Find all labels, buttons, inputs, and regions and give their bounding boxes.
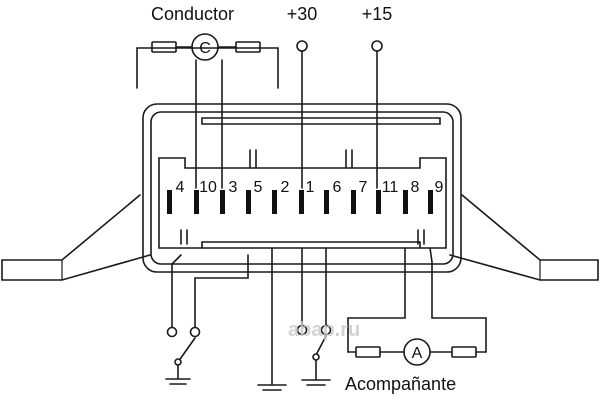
passenger-switch — [296, 324, 332, 380]
pin-3 — [220, 190, 225, 214]
wire-pin-5 — [194, 254, 249, 329]
right-mount-flange — [449, 194, 599, 281]
conductor-motor-letter: C — [199, 40, 211, 57]
connector-housing — [142, 103, 462, 273]
wire-pin-4 — [171, 254, 182, 329]
pin-label-2: 2 — [281, 179, 290, 196]
wire-pin-8 — [347, 247, 406, 353]
pin-label-1: 1 — [306, 179, 315, 196]
pin-label-4: 4 — [176, 179, 185, 196]
pin-11 — [376, 190, 381, 214]
driver-switch — [166, 326, 201, 379]
pin-label-10: 10 — [199, 179, 217, 196]
plus15-label: +15 — [362, 4, 393, 24]
watermark: abap.ru — [288, 319, 360, 341]
pin-2 — [272, 190, 277, 214]
pin-4 — [167, 190, 172, 214]
pin-label-3: 3 — [229, 179, 238, 196]
pin-7 — [351, 190, 356, 214]
pin-9 — [428, 190, 433, 214]
acompanante-motor: A — [347, 338, 487, 366]
plus15-terminal — [371, 40, 383, 52]
pin-label-8: 8 — [411, 179, 420, 196]
ground-symbol-pin2 — [257, 384, 287, 391]
acompanante-motor-letter: A — [412, 345, 423, 362]
plus30-terminal — [296, 40, 308, 52]
pin-label-5: 5 — [254, 179, 263, 196]
acompanante-label: Acompañante — [345, 374, 456, 394]
pin-label-11: 11 — [382, 179, 399, 196]
pin-6 — [324, 190, 329, 214]
pin-label-7: 7 — [359, 179, 368, 196]
pin-10 — [194, 190, 199, 214]
wire-pin-9 — [429, 247, 487, 353]
left-mount-flange — [1, 194, 151, 281]
conductor-motor: C — [136, 33, 279, 89]
ground-symbol-passenger — [301, 379, 331, 386]
plus30-label: +30 — [287, 4, 318, 24]
pin-label-9: 9 — [435, 179, 444, 196]
pin-1 — [299, 190, 304, 214]
pin-numbers: 4 10 3 5 2 1 6 7 11 8 9 — [176, 179, 444, 196]
ground-symbol-driver — [165, 378, 191, 385]
pin-5 — [246, 190, 251, 214]
pin-label-6: 6 — [333, 179, 342, 196]
pin-8 — [403, 190, 408, 214]
conductor-label: Conductor — [151, 4, 234, 24]
pin-blades — [167, 190, 433, 214]
